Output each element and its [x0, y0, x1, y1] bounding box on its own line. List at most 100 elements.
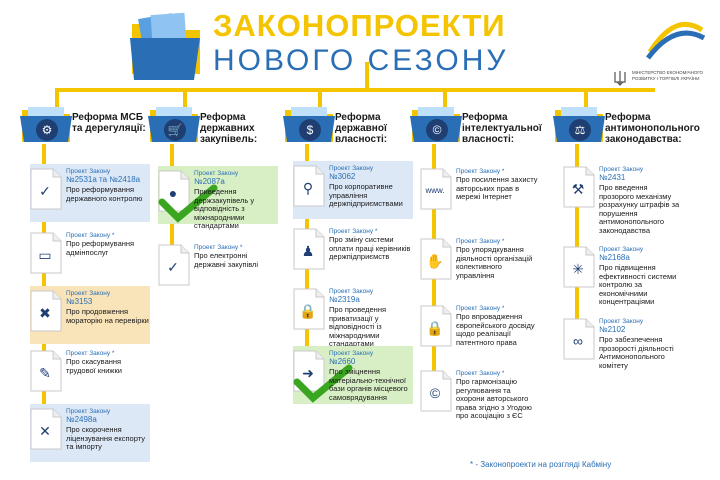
bill-label: Проект Закону — [66, 290, 111, 297]
manager-icon: ♟ — [301, 243, 315, 259]
lock-icon: 🔒 — [299, 303, 317, 319]
bill-document-icon — [158, 170, 190, 212]
bill-label: Проект Закону — [194, 170, 239, 177]
wallet-icon: ▭ — [38, 247, 52, 263]
connector-line — [365, 62, 369, 90]
bill-document-icon — [158, 244, 190, 286]
bill-description: Про введення прозорого механізму розраху… — [599, 183, 680, 235]
bill-label: Проект Закону — [329, 165, 374, 172]
bill-description: Про реформування державного контролю — [66, 185, 143, 203]
bill-description: Про зміцнення матеріально-технічної бази… — [329, 367, 408, 402]
page-title: ЗАКОНОПРОЕКТИ — [213, 8, 506, 43]
bill-description: Про корпоративне управління держпідприєм… — [329, 182, 403, 208]
cart-check-icon: ✓ — [167, 259, 179, 275]
bill-number: №2319а — [329, 295, 360, 304]
reform-title: Реформа державної власності: — [335, 112, 388, 145]
bill-description: Про впровадження європейського досвіду щ… — [456, 312, 535, 347]
bill-label: Проект Закону * — [66, 350, 115, 357]
bill-number: №2531а та №2418а — [66, 175, 141, 184]
bill-document-icon — [293, 228, 325, 270]
bill-number: №2498а — [66, 415, 97, 424]
bill-description: Про скорочення ліцензування експорту та … — [66, 425, 145, 451]
connector-line — [55, 88, 59, 108]
clipboard-icon: ✓ — [39, 183, 51, 199]
bill-document-icon — [30, 232, 62, 274]
bill-label: Проект Закону * — [194, 244, 243, 251]
bill-description: Про забезпечення прозорості діяльності А… — [599, 335, 674, 370]
gavel-icon: ⚒ — [571, 181, 585, 197]
bill-document-icon — [563, 246, 595, 288]
bill-label: Проект Закону * — [456, 370, 505, 377]
reform-title: Реформа державних закупівель: — [200, 112, 258, 145]
bill-document-icon — [30, 168, 62, 210]
bill-description: Про підвищення ефективності системи конт… — [599, 263, 677, 306]
bill-label: Проект Закону — [66, 408, 111, 415]
bill-document-icon — [420, 168, 452, 210]
cross-circle-icon: ✕ — [39, 423, 51, 439]
copyright-icon: © — [426, 119, 448, 141]
bill-document-icon — [293, 165, 325, 207]
bill-label: Проект Закону * — [456, 168, 505, 175]
checkmark-icon — [293, 364, 353, 409]
bill-number: №2660 — [329, 357, 356, 366]
connector-line — [575, 144, 579, 338]
header-folder-logo — [128, 6, 208, 86]
reform-title: Реформа антимонопольного законодавства: — [605, 112, 700, 145]
bill-description: Про посилення захисту авторських прав в … — [456, 175, 538, 201]
bill-description: Про реформування адмінпослуг — [66, 239, 135, 257]
bill-description: Про електронні державні закупівлі — [194, 251, 259, 269]
bill-number: №3153 — [66, 297, 93, 306]
bill-document-icon — [563, 318, 595, 360]
gear-icon: ⚙ — [36, 119, 58, 141]
copyright-icon: © — [429, 385, 441, 401]
ministry-logo — [640, 12, 710, 62]
arrow-right-icon: ➜ — [302, 365, 314, 381]
bill-label: Проект Закону — [329, 288, 374, 295]
connector-line — [443, 88, 447, 108]
bill-document-icon — [30, 350, 62, 392]
connector-line — [318, 88, 322, 108]
bill-document-icon — [420, 238, 452, 280]
ministry-name: Міністерство економічного розвитку і тор… — [632, 70, 704, 81]
page-subtitle: НОВОГО СЕЗОНУ — [213, 44, 509, 77]
bill-number: №2087а — [194, 177, 225, 186]
hands-icon: ✋ — [426, 253, 444, 269]
bill-number: №3062 — [329, 172, 356, 181]
bill-document-icon — [293, 288, 325, 330]
reform-title: Реформа МСБ та дерегуляції: — [72, 112, 146, 134]
footer-note: * - Законопроекти на розгляді Кабміну — [470, 460, 612, 469]
network-icon: ✳ — [572, 261, 584, 277]
bill-document-icon — [563, 166, 595, 208]
bill-label: Проект Закону * — [329, 228, 378, 235]
stop-hand-icon: ✖ — [39, 305, 51, 321]
bill-label: Проект Закону — [329, 350, 374, 357]
bill-description: Про гармонізацію регулювання та охорони … — [456, 377, 532, 420]
book-cancel-icon: ✎ — [39, 365, 51, 381]
connector-line — [55, 88, 655, 92]
bill-document-icon — [293, 350, 325, 392]
bill-description: Приведення держзакупівель у відповідніст… — [194, 187, 255, 230]
bill-label: Проект Закону — [599, 246, 644, 253]
bill-description: Про упорядкування діяльності організацій… — [456, 245, 533, 280]
bill-number: №2168а — [599, 253, 630, 262]
scales-icon: ⚖ — [569, 119, 591, 141]
bill-label: Проект Закону — [599, 166, 644, 173]
connector-line — [584, 88, 588, 108]
bill-label: Проект Закону — [66, 168, 111, 175]
connector-line — [183, 88, 187, 108]
bill-document-icon — [30, 290, 62, 332]
reform-title: Реформа інтелектуальної власності: — [462, 112, 542, 145]
bill-label: Проект Закону — [599, 318, 644, 325]
bill-description: Про зміну системи оплати праці керівникі… — [329, 235, 411, 261]
binoculars-icon: ∞ — [573, 333, 583, 349]
bill-document-icon — [420, 370, 452, 412]
bill-document-icon — [30, 408, 62, 450]
cart-icon: 🛒 — [164, 119, 186, 141]
bill-description: Про проведення приватизації у відповідно… — [329, 305, 387, 348]
bill-label: Проект Закону * — [66, 232, 115, 239]
lock-icon: 🔒 — [426, 320, 444, 336]
person-search-icon: ⚲ — [302, 180, 314, 196]
money-bag-icon: $ — [299, 119, 321, 141]
bill-document-icon — [420, 305, 452, 347]
checkmark-icon — [158, 184, 218, 229]
